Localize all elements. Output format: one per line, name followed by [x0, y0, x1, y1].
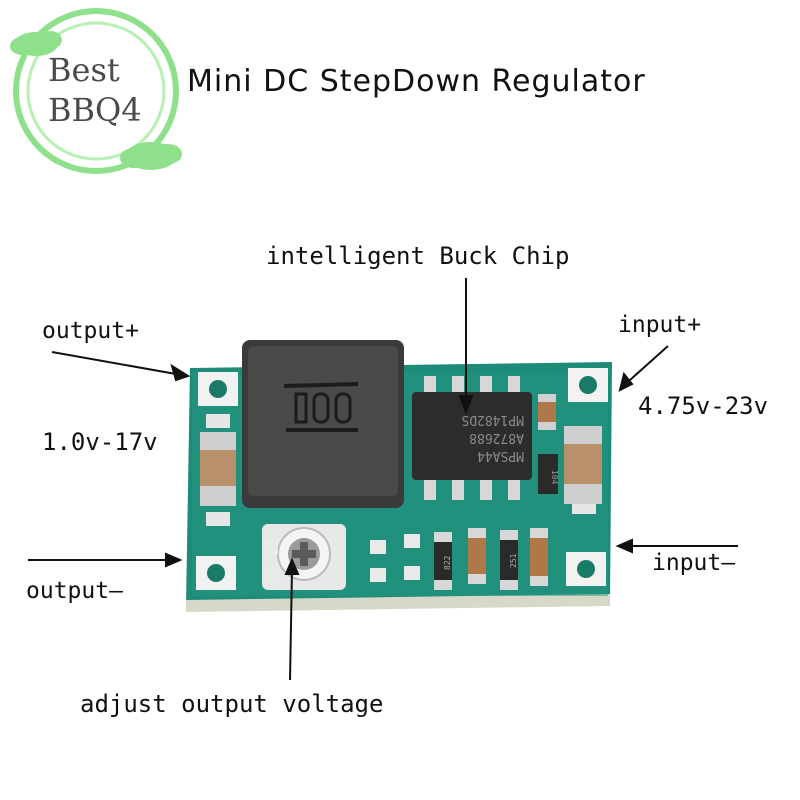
label-input-minus: input—: [652, 550, 736, 576]
label-output-plus: output+: [42, 318, 139, 344]
resistor-1-marking: 822: [443, 555, 452, 570]
inductor: [242, 340, 404, 508]
logo-line-1: Best: [48, 51, 120, 89]
logo-ring-icon: [10, 8, 182, 174]
label-adjust-voltage: adjust output voltage: [80, 690, 384, 718]
chip-marking-1: MP1482DS: [461, 412, 524, 427]
potentiometer: [262, 524, 346, 590]
label-input-plus: input+: [618, 312, 702, 338]
logo-line-2: BBQ4: [48, 91, 142, 129]
page-title: Mini DC StepDown Regulator: [187, 64, 646, 99]
label-input-voltage: 4.75v-23v: [638, 392, 769, 420]
brand-logo: Best BBQ4: [6, 6, 186, 176]
left-capacitor: [200, 432, 236, 506]
buck-chip: MPSA44 A872688 MP1482DS: [412, 376, 532, 500]
label-output-voltage: 1.0v-17v: [42, 428, 158, 456]
annotation-arrows: [28, 278, 738, 681]
cap-marking: 104: [550, 470, 559, 485]
small-components: 104 822 251: [370, 394, 559, 590]
resistor-2-marking: 251: [509, 553, 518, 568]
chip-marking-3: MPSA44: [477, 448, 524, 463]
chip-marking-2: A872688: [469, 430, 524, 445]
right-capacitor: [564, 426, 602, 504]
label-output-minus: output—: [26, 578, 123, 604]
label-buck-chip: intelligent Buck Chip: [266, 242, 570, 270]
